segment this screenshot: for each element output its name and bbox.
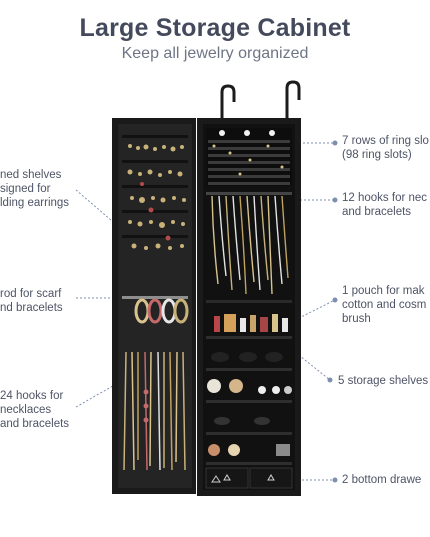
callout-line-1: rod for scarf — [0, 288, 62, 300]
callout-earring-shelves: ned shelves signed for lding earrings — [0, 168, 69, 210]
callout-line-3: lding earrings — [0, 197, 70, 209]
gem-earrings — [140, 182, 171, 241]
earrings — [127, 144, 186, 250]
cabinet-body — [197, 118, 301, 496]
page-subtitle: Keep all jewelry organized — [121, 45, 309, 62]
callout-line-2: and bracelets — [342, 206, 412, 218]
callout-line-1: 12 hooks for nec — [342, 192, 428, 204]
shelf-items — [207, 352, 292, 456]
ring-slots — [206, 128, 292, 186]
cabinet-necklaces — [211, 195, 289, 295]
lock-icon — [211, 475, 221, 483]
callout-line-2: signed for — [0, 183, 51, 195]
callout-necklace-hooks-left: 24 hooks for necklaces and bracelets — [0, 389, 69, 431]
earring-shelves — [122, 135, 188, 238]
callout-line-1: ned shelves — [0, 169, 62, 181]
page-title: Large Storage Cabinet — [79, 14, 351, 42]
bottom-drawers — [205, 467, 293, 489]
callout-ring-slots: 7 rows of ring slo (98 ring slots) — [342, 134, 429, 162]
callout-line-2: necklaces — [0, 404, 52, 416]
callout-line-1: 5 storage shelves — [338, 375, 429, 387]
callout-scarf-rod: rod for scarf nd bracelets — [0, 287, 63, 315]
cosmetics — [214, 314, 288, 332]
necklace-hook-bar — [206, 192, 292, 195]
cosmetics-shelf — [206, 300, 292, 303]
callout-line-1: 2 bottom drawe — [342, 474, 422, 486]
callout-line-3: and bracelets — [0, 418, 70, 430]
callout-line-2: cotton and cosm — [342, 299, 427, 311]
callout-line-1: 24 hooks for — [0, 390, 64, 402]
callout-line-1: 7 rows of ring slo — [342, 135, 429, 147]
necklace-beads — [143, 389, 149, 423]
cabinet-door — [112, 118, 196, 494]
callout-line-3: brush — [342, 313, 371, 325]
callout-line-1: 1 pouch for mak — [342, 285, 425, 297]
door-hooks — [220, 80, 301, 118]
callout-line-2: (98 ring slots) — [342, 149, 412, 161]
door-necklaces — [123, 351, 186, 471]
scarf-rod — [122, 296, 188, 299]
storage-shelves — [206, 336, 292, 465]
callout-line-2: nd bracelets — [0, 302, 63, 314]
callout-pouch: 1 pouch for mak cotton and cosm brush — [342, 284, 426, 326]
callout-necklace-hooks-right: 12 hooks for nec and bracelets — [342, 191, 427, 219]
callout-bottom-drawers: 2 bottom drawe — [342, 473, 421, 487]
callout-storage-shelves: 5 storage shelves — [338, 374, 428, 388]
bracelets — [134, 298, 189, 324]
